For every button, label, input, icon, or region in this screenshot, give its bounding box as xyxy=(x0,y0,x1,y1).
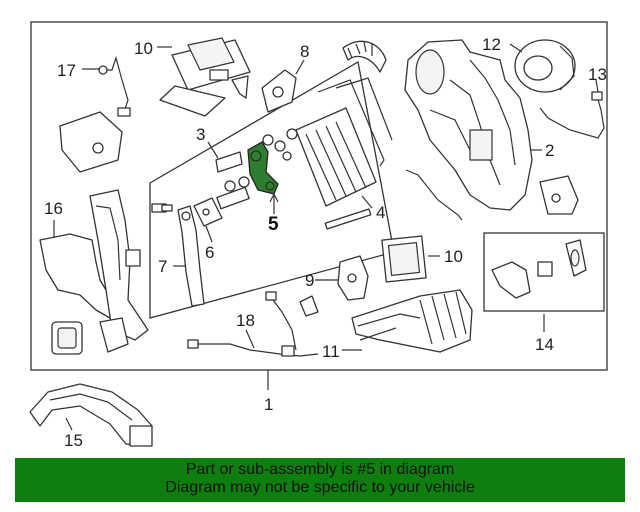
callout-1: 1 xyxy=(264,395,273,414)
callout-4: 4 xyxy=(376,203,385,222)
callout-16: 16 xyxy=(44,199,63,218)
part-17-sensor xyxy=(98,55,131,117)
callout-14: 14 xyxy=(535,335,554,354)
callout-10-lower: 10 xyxy=(444,247,463,266)
part-bolt xyxy=(151,203,173,213)
callout-18: 18 xyxy=(236,311,255,330)
part-7-pipe xyxy=(177,205,205,307)
part-actuator-right xyxy=(539,175,579,215)
part-10-filter xyxy=(381,235,427,283)
callout-15: 15 xyxy=(64,431,83,450)
info-banner: Part or sub-assembly is #5 in diagram Di… xyxy=(15,458,625,502)
part-8-actuator xyxy=(261,69,297,113)
part-2-hvac-case xyxy=(404,39,533,211)
leader-lines xyxy=(53,43,599,431)
part-10-module xyxy=(171,37,251,91)
callout-3: 3 xyxy=(196,125,205,144)
banner-line-2: Diagram may not be specific to your vehi… xyxy=(165,479,475,496)
part-panel-left xyxy=(59,111,123,173)
callout-13: 13 xyxy=(588,65,607,84)
assembly-frame xyxy=(30,21,608,371)
part-5-expansion-valve xyxy=(247,141,279,195)
part-block xyxy=(99,317,129,353)
part-duct-top xyxy=(342,40,387,73)
callout-7: 7 xyxy=(158,257,167,276)
part-11-heater-core xyxy=(351,289,473,353)
callout-10-top: 10 xyxy=(134,39,153,58)
part-13-harness xyxy=(539,91,605,139)
inset-frame-14 xyxy=(483,232,605,312)
part-rod xyxy=(405,169,463,221)
callout-8: 8 xyxy=(300,42,309,61)
callouts: 10 17 8 12 13 2 3 4 5 16 6 7 9 10 14 18 … xyxy=(44,35,607,450)
part-12-blower-motor xyxy=(514,39,576,93)
part-14-set xyxy=(491,239,587,299)
part-16-duct xyxy=(39,189,149,341)
part-3-fittings xyxy=(215,128,298,210)
part-18-harness xyxy=(187,291,319,357)
part-filter-pad xyxy=(159,85,226,117)
part-bracket-small xyxy=(231,75,249,99)
callout-12: 12 xyxy=(482,35,501,54)
callout-6: 6 xyxy=(205,243,214,262)
part-gasket xyxy=(51,321,83,355)
part-6-bracket xyxy=(193,197,223,227)
callout-9: 9 xyxy=(305,271,314,290)
part-9-actuator xyxy=(337,255,369,301)
callout-5: 5 xyxy=(268,214,279,235)
banner-line-1: Part or sub-assembly is #5 in diagram xyxy=(185,461,455,478)
part-15-duct xyxy=(29,383,153,447)
callout-2: 2 xyxy=(545,141,554,160)
part-4-evaporator xyxy=(295,77,393,230)
callout-11: 11 xyxy=(322,342,340,361)
parts-diagram: 10 17 8 12 13 2 3 4 5 16 6 7 9 10 14 18 … xyxy=(29,21,608,450)
callout-17: 17 xyxy=(57,61,76,80)
